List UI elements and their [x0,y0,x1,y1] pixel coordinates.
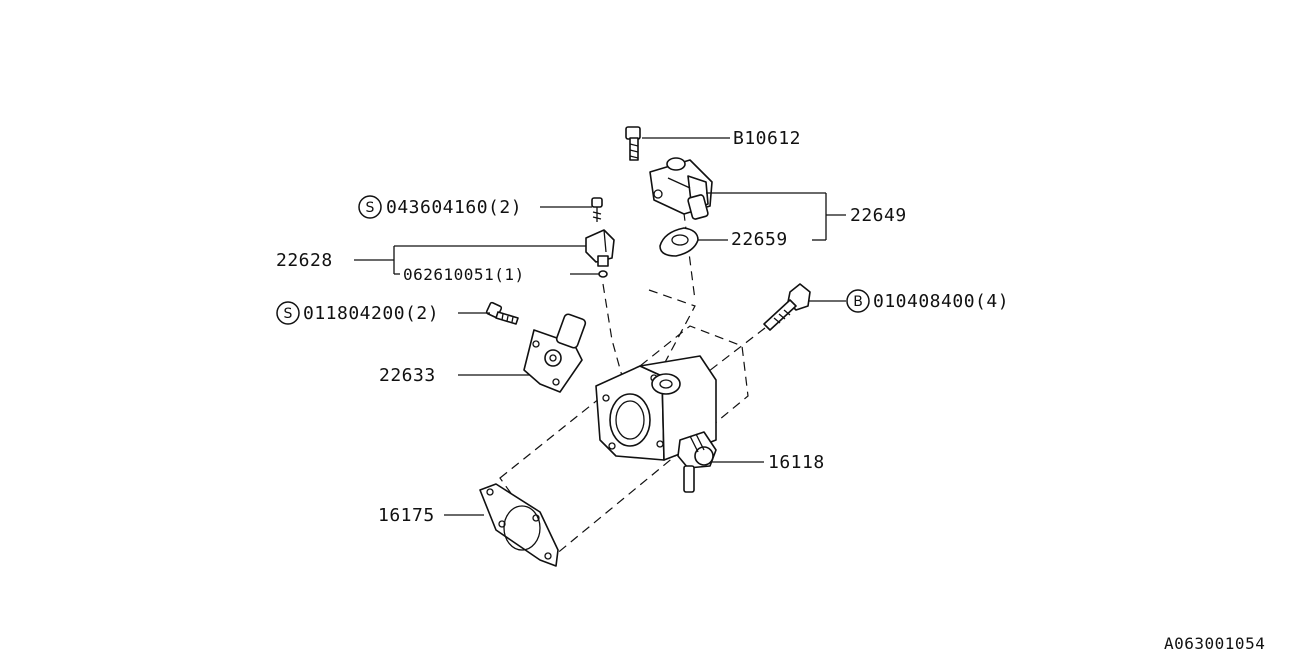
callout-22633: 22633 [379,365,436,386]
bolt-011804200-drawing [485,301,519,325]
catalog-reference: A063001054 [1164,634,1266,653]
callout-062610051: 062610051(1) [403,265,525,284]
callout-22649: 22649 [850,205,907,226]
gasket-22659-drawing [659,227,699,257]
screw-043604160-drawing [591,197,603,222]
throttle-position-sensor-drawing [523,313,587,393]
svg-text:B: B [853,294,863,310]
bolt-symbol-010408400: B [846,289,870,313]
gasket-16175-drawing [479,483,559,567]
callout-b10612: B10612 [733,128,802,149]
bolt-b10612-drawing [625,126,641,161]
bolt-010408400-drawing [763,283,811,331]
callout-011804200: 011804200(2) [303,303,440,324]
callout-16118: 16118 [768,452,825,473]
svg-text:S: S [366,200,375,216]
callout-22628: 22628 [276,250,333,271]
callout-22659: 22659 [731,229,788,250]
callout-16175: 16175 [378,505,435,526]
sensor-22628-drawing [585,229,615,267]
screw-symbol-011804200: S [276,301,300,325]
idle-air-control-valve-drawing [649,157,713,220]
throttle-body-drawing [595,355,717,493]
screw-symbol-043604160: S [358,195,382,219]
svg-text:S: S [284,306,293,322]
o-ring-062610051-drawing [598,270,608,278]
callout-043604160: 043604160(2) [386,197,523,218]
callout-010408400: 010408400(4) [873,291,1010,312]
leader-lines [354,137,846,516]
